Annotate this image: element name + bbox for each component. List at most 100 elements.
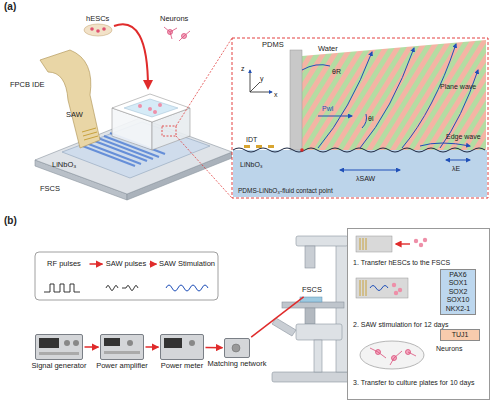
cell (423, 238, 427, 242)
cells (138, 103, 162, 114)
text-node: SAW pulses (104, 258, 148, 270)
water-plane-wave (302, 40, 486, 150)
button-row (104, 351, 140, 354)
marker-box: TUJ1 (440, 329, 480, 341)
node-text: SAW Stimulation (159, 260, 215, 269)
cells (392, 283, 402, 295)
z-axis (250, 70, 251, 92)
zoom-panel (232, 38, 488, 198)
part-label: Edge wave (446, 132, 481, 141)
neuron (376, 350, 381, 355)
cell (148, 107, 152, 111)
node-text: RF pulses (47, 260, 81, 269)
objective (305, 308, 315, 324)
part-label: λE (452, 164, 460, 173)
microscope-body (296, 324, 342, 340)
signal-connector (146, 346, 159, 348)
cell (102, 27, 106, 31)
pdms-chamber (112, 94, 190, 122)
part-label: (b) (4, 216, 17, 225)
pdms-wall (290, 50, 302, 150)
instrument-box: Power meter (160, 334, 204, 360)
saw-stimulation-icon (166, 285, 208, 291)
step-text: 1. Transfer hESCs to the FSCS (353, 259, 486, 268)
finger (360, 238, 361, 250)
steps-panel: 1. Transfer hESCs to the FSCS2. SAW stim… (347, 228, 490, 400)
finger (360, 280, 361, 296)
lambda-saw-dimension (340, 170, 400, 171)
part-label: LiNbO₃ (240, 160, 263, 169)
idt-fingers (360, 238, 366, 250)
knob (189, 340, 195, 346)
finger (366, 280, 367, 296)
part-label: x (274, 90, 278, 99)
signal-connector (251, 297, 303, 337)
rf-pulse-icon (44, 284, 80, 292)
screen (164, 338, 182, 348)
part-label: Neurons (160, 14, 188, 23)
knob (127, 340, 133, 346)
cell (158, 103, 162, 107)
cell (96, 29, 100, 33)
knob (232, 344, 240, 352)
finger (84, 136, 98, 140)
knob (64, 340, 70, 346)
part-label: IDT (246, 135, 257, 144)
neurite (179, 36, 184, 41)
finger (363, 280, 364, 296)
idt-fingers (360, 280, 366, 296)
screen (39, 338, 59, 348)
neurite (184, 31, 190, 36)
neurite (408, 352, 416, 356)
text-node: SAW Stimulation (158, 258, 216, 270)
node-text: PAX6 SOX1 SOX2 SOX10 NKX2-1 (441, 271, 475, 314)
signal-connector (90, 263, 103, 265)
zoom-frame (232, 38, 488, 198)
screen (104, 338, 120, 346)
device-illustration (35, 24, 232, 200)
step-icons (356, 236, 427, 369)
part-label: SAW (66, 110, 83, 119)
cell (394, 291, 398, 295)
part-label: LiNbO₃ (52, 160, 76, 169)
part-label: λSAW (356, 174, 375, 183)
instrument-label: Signal generator (31, 362, 86, 371)
idt-electrode (244, 145, 250, 148)
part-label: Plane wave (440, 82, 476, 91)
cell (392, 283, 396, 287)
part-label: FPCB IDE (10, 80, 45, 89)
neuron-icons (164, 27, 190, 41)
knob (73, 340, 79, 346)
neurons (370, 348, 416, 365)
part-label: y (260, 74, 264, 83)
part-label: PDMS (262, 40, 284, 49)
microscope-stage (282, 302, 344, 308)
text-node: RF pulses (40, 258, 88, 270)
zoom-line (176, 38, 232, 126)
water-well (124, 99, 178, 117)
part-label: z (241, 64, 245, 73)
neuron (406, 350, 411, 355)
transfer-arrow (114, 24, 148, 88)
zoom-marker (162, 126, 176, 136)
instrument-box: Matching network (224, 338, 250, 358)
theta-r-arc (302, 65, 330, 70)
cell (138, 104, 142, 108)
linbo3-substrate (233, 150, 487, 197)
wave-front (360, 48, 414, 148)
cells (414, 238, 427, 247)
signal-connector (85, 346, 99, 348)
instrument-details (39, 338, 240, 355)
condenser (305, 246, 315, 268)
text-node: FSCS (292, 285, 332, 296)
microscope-column (314, 340, 322, 372)
part-label: FSCS (40, 184, 60, 193)
neurite (164, 27, 170, 32)
finger (83, 132, 97, 136)
instrument-box: Signal generator (35, 334, 83, 360)
eyepiece (272, 318, 296, 336)
cell (398, 288, 402, 292)
microscope-arm (296, 236, 348, 246)
